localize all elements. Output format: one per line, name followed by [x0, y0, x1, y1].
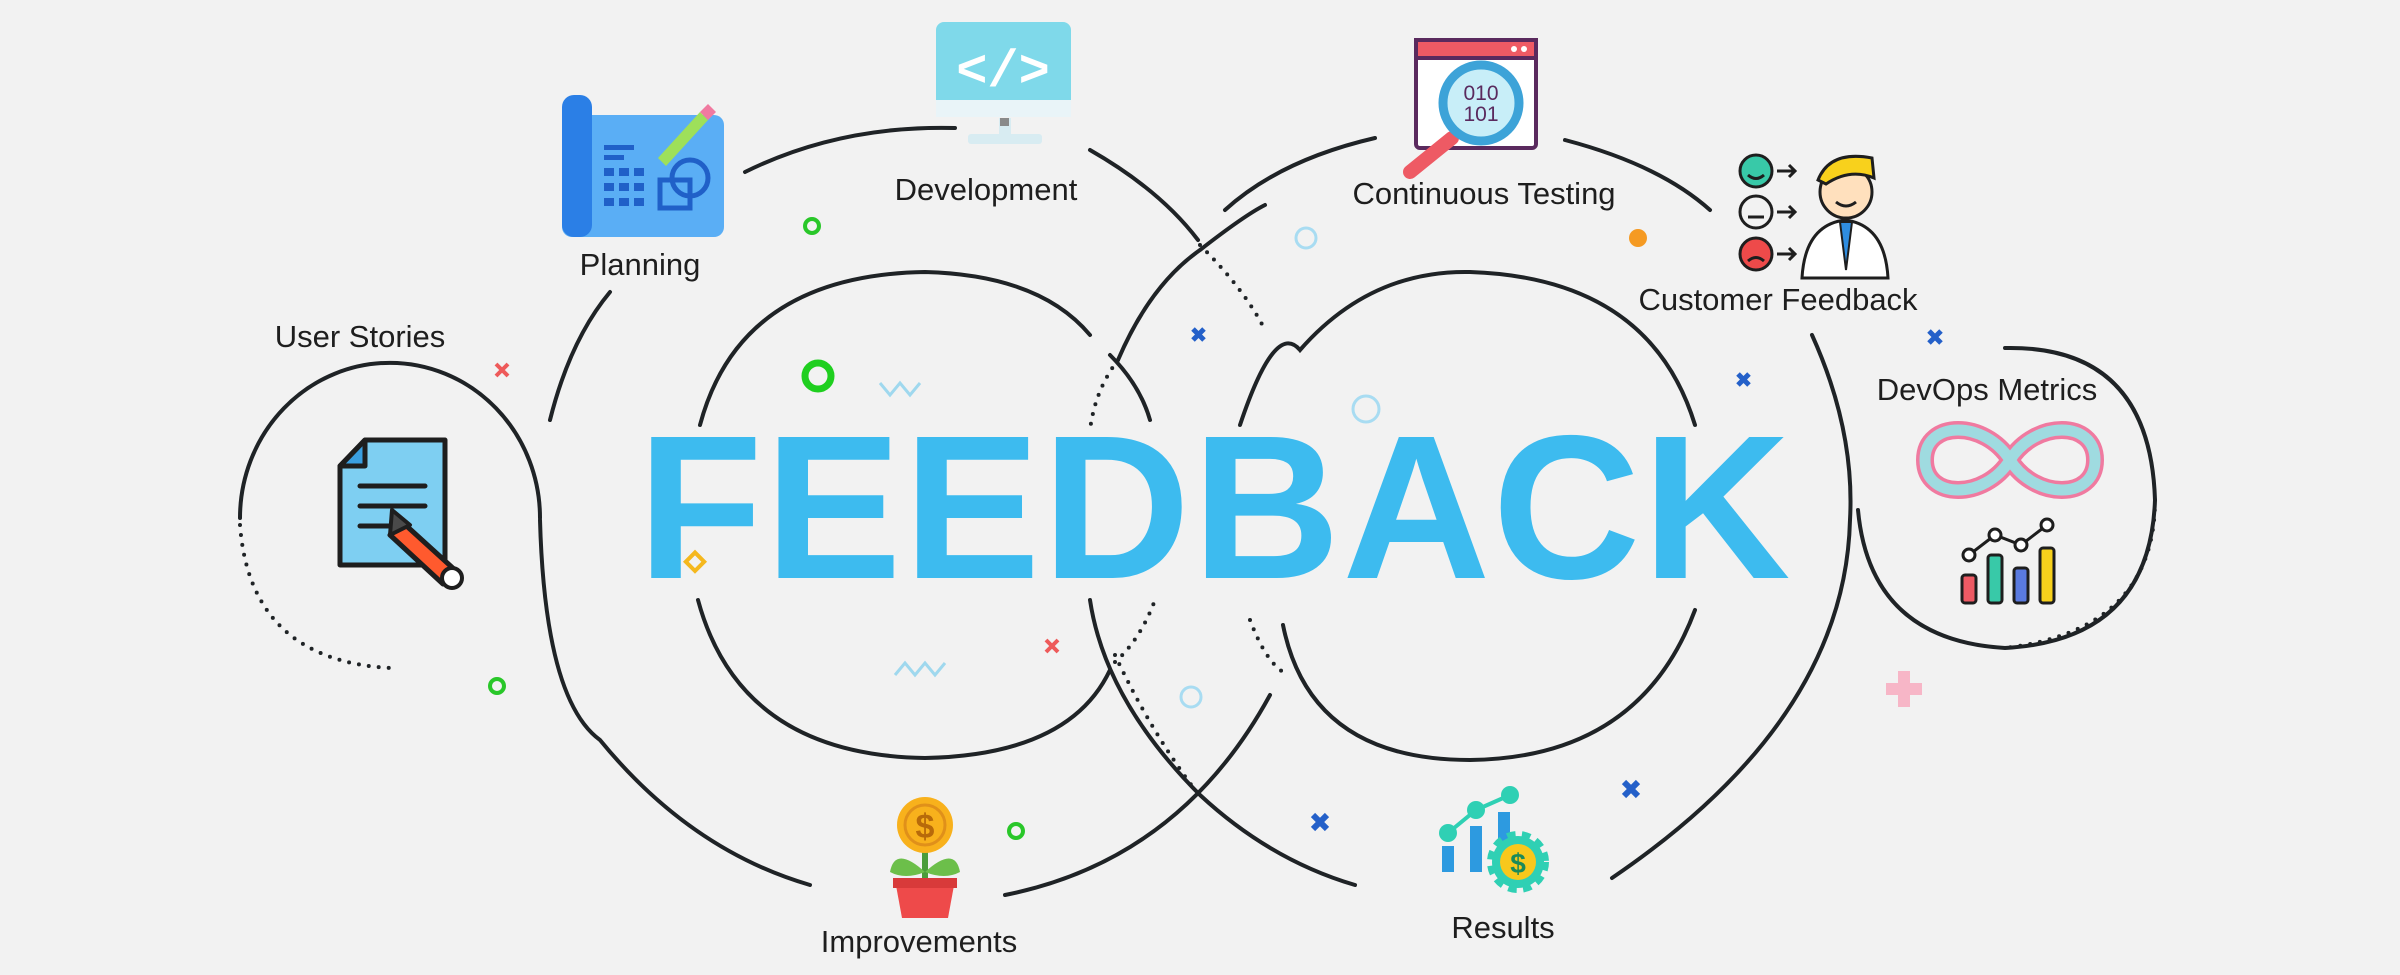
inner-ring-left-top-r	[1108, 353, 1152, 422]
binary-magnifier-icon: 010 101	[1403, 38, 1538, 179]
deco-ring	[1179, 685, 1203, 709]
deco-cross	[1621, 779, 1641, 799]
deco-cross	[1310, 812, 1330, 832]
devops-metrics-label: DevOps Metrics	[1877, 372, 2097, 407]
customer-feedback-label: Customer Feedback	[1638, 282, 1918, 317]
node-results: Results $	[1439, 786, 1555, 945]
code-monitor-icon: </>	[936, 22, 1071, 144]
deco-cross	[1044, 638, 1060, 654]
deco-cross	[1927, 329, 1943, 345]
node-improvements: Improvements $	[821, 797, 1017, 959]
inner-ring-right-dotted	[1248, 618, 1285, 674]
deco-cross	[1736, 372, 1751, 387]
node-user-stories: User Stories	[275, 319, 464, 590]
deco-ring	[1351, 394, 1381, 424]
center-cross-bottom-a	[1088, 598, 1357, 887]
devops-loop-dotted	[2003, 498, 2157, 650]
deco-ring	[1007, 822, 1025, 840]
binary-line-2: 101	[1463, 103, 1498, 126]
node-continuous-testing: Continuous Testing 010 101	[1352, 38, 1616, 211]
decorations	[488, 217, 1943, 840]
deco-ring	[803, 217, 821, 235]
satisfaction-faces-icon	[1738, 153, 1890, 280]
gear-coin-symbol: $	[1510, 848, 1526, 879]
outer-ring-right-side	[1610, 333, 1853, 880]
node-development: Development </>	[895, 22, 1078, 207]
deco-ring	[488, 677, 506, 695]
deco-plus	[1886, 671, 1922, 707]
outer-ring-left-lower-b	[1003, 693, 1272, 897]
blueprint-icon	[562, 95, 724, 237]
deco-zigzag	[878, 380, 922, 398]
outer-ring-left-top-b	[743, 125, 957, 174]
deco-cross	[1191, 327, 1206, 342]
node-devops-metrics: DevOps Metrics	[1877, 372, 2105, 605]
main-title: FEEDBACK	[638, 393, 1793, 622]
outer-ring-right-top-b	[1563, 138, 1712, 212]
node-planning: Planning	[562, 95, 724, 282]
deco-zigzag	[893, 660, 947, 678]
center-cross-top	[1116, 203, 1267, 362]
planning-label: Planning	[580, 247, 701, 282]
outer-ring-left-lower-a	[538, 518, 812, 887]
development-label: Development	[895, 172, 1078, 207]
infinity-chart-icon	[1915, 421, 2105, 605]
outer-ring-left-top-c	[1088, 148, 1200, 242]
node-customer-feedback: Customer Feedback	[1638, 153, 1918, 317]
coin-symbol: $	[916, 808, 935, 846]
deco-diamond	[682, 549, 708, 574]
center-cross-dotted-bottom	[1113, 653, 1197, 792]
code-glyph: </>	[956, 43, 1050, 102]
outer-ring-left-dotted	[1198, 243, 1267, 332]
center-cross-dotted-left	[1088, 358, 1120, 432]
document-pen-icon	[337, 437, 464, 590]
improvements-label: Improvements	[821, 924, 1017, 959]
deco-ring	[1294, 226, 1318, 250]
user-stories-loop	[238, 360, 542, 520]
outer-ring-left-top-a	[548, 290, 612, 422]
binary-line-1: 010	[1463, 82, 1498, 105]
inner-ring-right-bottom	[1281, 608, 1697, 763]
growth-chart-gear-icon: $	[1439, 786, 1549, 893]
user-stories-loop-dotted	[238, 523, 392, 670]
deco-ring	[801, 359, 835, 393]
deco-dot	[1629, 229, 1647, 247]
inner-ring-left-bottom	[696, 598, 1112, 761]
user-stories-label: User Stories	[275, 319, 446, 354]
loop-arcs	[238, 125, 2158, 897]
deco-cross	[494, 362, 510, 378]
continuous-testing-label: Continuous Testing	[1352, 176, 1615, 211]
results-label: Results	[1451, 910, 1554, 945]
outer-ring-right-top-a	[1223, 136, 1377, 212]
inner-ring-left-top	[698, 269, 1092, 427]
money-plant-icon: $	[890, 797, 960, 918]
inner-ring-right-top	[1238, 269, 1697, 427]
